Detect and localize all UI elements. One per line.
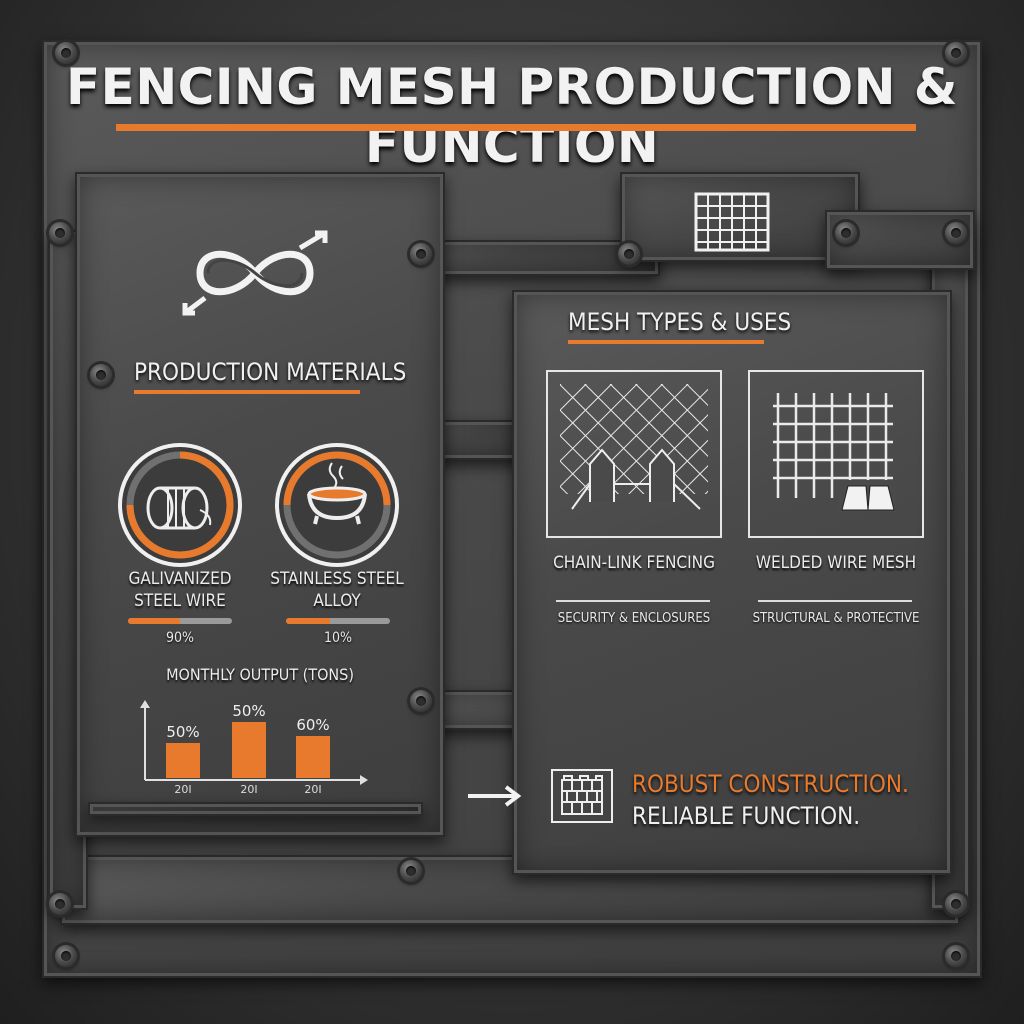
material-name-line2: STEEL WIRE [134, 591, 226, 611]
chart-bar [232, 722, 266, 778]
bolt [945, 893, 967, 915]
welded-grid-book-icon [773, 393, 896, 512]
output-bar-chart: 50% 20I 50% 20I 60% 20I [140, 700, 368, 796]
production-materials-heading: PRODUCTION MATERIALS [134, 358, 407, 386]
mesh-type-use: STRUCTURAL & PROTECTIVE [752, 611, 920, 626]
mesh-type-name: WELDED WIRE MESH [755, 553, 917, 573]
brick-wall-icon [551, 769, 613, 823]
material-name-line1: GALIVANIZED [128, 569, 232, 589]
material-name: STAINLESS STEEL ALLOY [262, 568, 412, 612]
title-underline [116, 124, 916, 131]
divider [758, 600, 912, 602]
mesh-type-use: SECURITY & ENCLOSURES [557, 611, 711, 626]
divider [556, 600, 710, 602]
material-progress-fill [286, 618, 330, 624]
bolt [618, 243, 640, 265]
welded-wire-card [748, 370, 924, 538]
material-gauge [118, 443, 242, 567]
bolt [835, 222, 857, 244]
chart-tick-label: 20I [304, 783, 321, 796]
chart-tick-label: 20I [174, 783, 191, 796]
x-axis-arrowhead [360, 775, 368, 785]
heading-underline [134, 390, 360, 394]
page-title: FENCING MESH PRODUCTION & FUNCTION [66, 58, 958, 174]
chain-link-card [546, 370, 722, 538]
bolt [55, 945, 77, 967]
bolt [410, 690, 432, 712]
mesh-type-name: CHAIN-LINK FENCING [553, 553, 715, 573]
material-progress [128, 618, 232, 624]
chart-shelf [88, 802, 423, 816]
y-axis-arrowhead [140, 700, 150, 708]
material-progress-fill [128, 618, 180, 624]
mesh-types-heading: MESH TYPES & USES [568, 308, 792, 336]
chart-bar [296, 736, 330, 778]
footer-tagline-line1: ROBUST CONSTRUCTION. [632, 770, 909, 798]
wire-coil-icon [146, 486, 212, 530]
material-progress [286, 618, 390, 624]
mesh-grid-icon [694, 192, 770, 252]
footer-tagline-line2: RELIABLE FUNCTION. [632, 802, 861, 830]
bolt [945, 42, 967, 64]
chart-tick-label: 20I [240, 783, 257, 796]
bolt [49, 893, 71, 915]
bolt [55, 42, 77, 64]
material-percent: 90% [166, 630, 194, 646]
cauldron-icon [307, 462, 367, 525]
material-name-line1: STAINLESS STEEL [270, 569, 404, 589]
bolt [49, 222, 71, 244]
material-name: GALIVANIZED STEEL WIRE [105, 568, 255, 612]
infinity-chain-icon [182, 230, 328, 316]
chart-bar [166, 743, 200, 778]
chart-data-label: 50% [232, 702, 265, 720]
heading-underline [568, 340, 764, 344]
chain-link-playground-icon [560, 384, 708, 510]
bolt [400, 860, 422, 882]
bolt [90, 364, 112, 386]
bolt [945, 945, 967, 967]
bolt [945, 222, 967, 244]
arrow-right-icon [468, 785, 522, 807]
material-name-line2: ALLOY [313, 591, 361, 611]
chart-data-label: 50% [166, 723, 199, 741]
chart-data-label: 60% [296, 716, 329, 734]
material-gauge [275, 443, 399, 567]
output-heading: MONTHLY OUTPUT (TONS) [166, 665, 354, 684]
bolt [410, 243, 432, 265]
material-percent: 10% [324, 630, 352, 646]
